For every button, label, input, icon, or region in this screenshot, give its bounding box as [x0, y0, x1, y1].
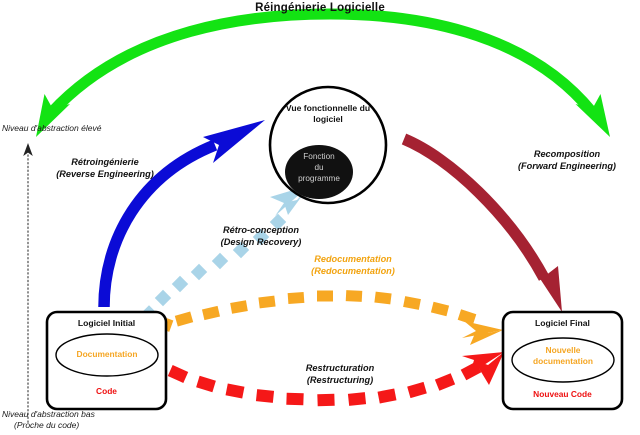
- initial-documentation-label: Documentation: [76, 349, 138, 359]
- restructuring-label-fr: Restructuration: [305, 363, 375, 373]
- program-function-line1: Fonction: [303, 152, 335, 161]
- initial-software-title: Logiciel Initial: [77, 318, 136, 328]
- axis-low-label-line2: (Proche du code): [14, 420, 80, 430]
- program-function-line2: du: [314, 163, 324, 172]
- redocumentation-label-en: (Redocumentation): [311, 266, 395, 276]
- reverse-engineering-label-en: (Reverse Engineering): [56, 169, 154, 179]
- restructuring-label-en: (Restructuring): [306, 375, 374, 385]
- final-software-box: [501, 310, 624, 411]
- reverse-engineering-arrow: [98, 120, 265, 308]
- reengineering-green-arc: [36, 8, 610, 137]
- functional-view-circle: [268, 85, 388, 205]
- functional-view-title-line1: Vue fonctionnelle du: [285, 103, 371, 113]
- axis-low-label-line1: Niveau d'abstraction bas: [2, 409, 95, 419]
- final-documentation-line1: Nouvelle: [545, 345, 581, 355]
- final-software-title: Logiciel Final: [535, 318, 590, 328]
- abstraction-axis: [23, 143, 33, 425]
- redocumentation-arrow: [162, 290, 503, 345]
- forward-engineering-label-fr: Recomposition: [533, 149, 601, 159]
- reverse-engineering-label-fr: Rétroingénierie: [71, 157, 139, 167]
- design-recovery-label-fr: Rétro-conception: [222, 225, 300, 235]
- forward-engineering-label-en: (Forward Engineering): [517, 161, 616, 171]
- restructuring-arrow: [167, 352, 504, 407]
- forward-engineering-arrow: [401, 133, 562, 312]
- design-recovery-label-en: (Design Recovery): [220, 237, 302, 247]
- page-title: Réingénierie Logicielle: [255, 2, 385, 14]
- initial-code-label: Code: [96, 386, 117, 396]
- design-recovery-arrow: [141, 185, 310, 321]
- program-function-line3: programme: [298, 174, 340, 183]
- final-code-label: Nouveau Code: [533, 389, 592, 399]
- axis-high-label: Niveau d'abstraction élevé: [2, 123, 102, 133]
- final-documentation-line2: documentation: [532, 356, 594, 366]
- functional-view-title-line2: logiciel: [313, 114, 343, 124]
- initial-software-box: [45, 310, 168, 411]
- redocumentation-label-fr: Redocumentation: [314, 254, 392, 264]
